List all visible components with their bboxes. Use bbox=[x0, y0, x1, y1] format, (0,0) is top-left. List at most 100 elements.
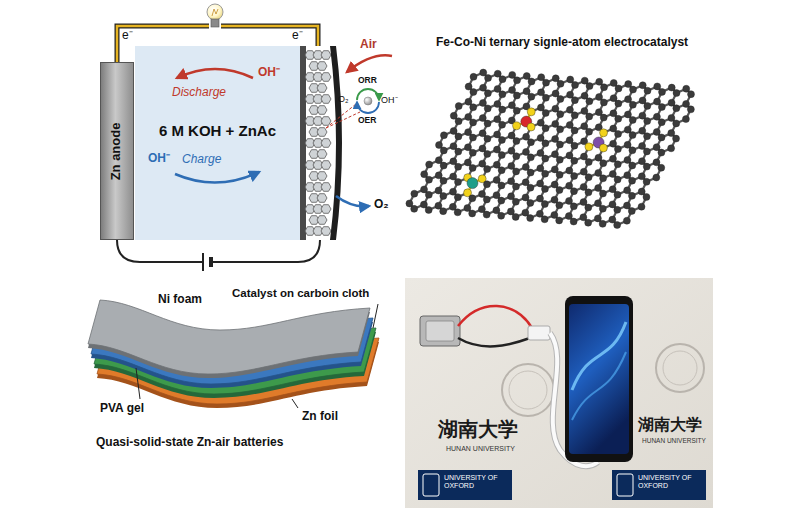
carbon-atom bbox=[644, 118, 651, 125]
carbon-atom bbox=[615, 115, 622, 122]
carbon-atom bbox=[537, 119, 544, 126]
carbon-atom bbox=[556, 171, 563, 178]
carbon-atom bbox=[610, 125, 617, 132]
carbon-atom bbox=[469, 210, 476, 217]
carbon-atom bbox=[614, 222, 621, 229]
carbon-atom bbox=[653, 144, 660, 151]
label-anchor: OH⁻ bbox=[148, 152, 170, 166]
carbon-atom bbox=[465, 98, 472, 105]
carbon-atom bbox=[570, 203, 577, 210]
carbon-atom bbox=[479, 190, 486, 197]
carbon-atom bbox=[580, 183, 587, 190]
battery-device bbox=[420, 316, 460, 346]
carbon-atom bbox=[628, 207, 635, 214]
panel-caption: Quasi-solid-state Zn-air batteries bbox=[96, 436, 283, 450]
carbon-atom bbox=[610, 79, 617, 86]
oxford-crest bbox=[617, 474, 633, 496]
device-photo bbox=[405, 278, 713, 508]
carbon-atom bbox=[450, 127, 457, 134]
carbon-atom bbox=[523, 133, 530, 140]
carbon-atom bbox=[551, 151, 558, 158]
carbon-atom bbox=[566, 152, 573, 159]
carbon-atom bbox=[508, 178, 515, 185]
discharge-arrow bbox=[177, 69, 253, 78]
label-anchor: 湖南大学 bbox=[438, 418, 518, 441]
carbon-atom bbox=[687, 106, 694, 113]
carbon-atom bbox=[527, 154, 534, 161]
carbon-atom bbox=[567, 76, 574, 83]
carbon-atom bbox=[566, 137, 573, 144]
carbon-atom bbox=[595, 200, 602, 207]
species-label: OH⁻ bbox=[381, 95, 398, 105]
carbon-atom bbox=[614, 191, 621, 198]
carbon-atom bbox=[653, 174, 660, 181]
carbon-atom bbox=[594, 215, 601, 222]
carbon-atom bbox=[465, 113, 472, 120]
anode-plate: Zn anode bbox=[100, 62, 134, 240]
carbon-atom bbox=[556, 217, 563, 224]
anode-label: Zn anode bbox=[110, 122, 125, 180]
leader-line bbox=[292, 399, 298, 408]
carbon-atom bbox=[552, 105, 559, 112]
carbon-atom bbox=[625, 81, 632, 88]
oxford-logo bbox=[612, 470, 706, 500]
carbon-atom bbox=[440, 208, 447, 215]
carbon-atom bbox=[585, 219, 592, 226]
carbon-atom bbox=[499, 91, 506, 98]
label-anchor: 湖南大学 bbox=[638, 416, 702, 434]
carbon-atom bbox=[567, 91, 574, 98]
label-anchor: Fe-Co-Ni ternary signle-atom electrocata… bbox=[436, 36, 688, 50]
carbon-atom bbox=[470, 119, 477, 126]
carbon-atom bbox=[512, 183, 519, 190]
carbon-atom bbox=[508, 132, 515, 139]
carbon-atom bbox=[658, 149, 665, 156]
catalyst-particle bbox=[317, 172, 327, 181]
carbon-atom bbox=[527, 184, 534, 191]
air-label: Air bbox=[360, 38, 377, 52]
carbon-atom bbox=[629, 116, 636, 123]
carbon-atom bbox=[609, 216, 616, 223]
carbon-atom bbox=[614, 146, 621, 153]
carbon-atom bbox=[571, 112, 578, 119]
carbon-atom bbox=[658, 119, 665, 126]
carbon-atom bbox=[498, 212, 505, 219]
carbon-atom bbox=[479, 145, 486, 152]
phone bbox=[565, 296, 633, 462]
carbon-atom bbox=[537, 180, 544, 187]
carbon-atom bbox=[542, 94, 549, 101]
carbon-atom bbox=[512, 213, 519, 220]
carbon-atom bbox=[566, 182, 573, 189]
logo-text: HUNAN UNIVERSITY bbox=[642, 437, 706, 444]
carbon-atom bbox=[420, 201, 427, 208]
carbon-atom bbox=[658, 134, 665, 141]
wire bbox=[117, 240, 320, 262]
carbon-atom bbox=[585, 204, 592, 211]
carbon-atom bbox=[479, 160, 486, 167]
carbon-atom bbox=[639, 97, 646, 104]
university-seal bbox=[509, 371, 547, 409]
carbon-atom bbox=[566, 167, 573, 174]
carbon-atom bbox=[542, 109, 549, 116]
carbon-atom bbox=[552, 75, 559, 82]
battery-layers bbox=[88, 300, 379, 408]
nickel-foam-layer bbox=[88, 300, 370, 378]
nitrogen-atom bbox=[527, 123, 535, 131]
carbon-atom bbox=[668, 99, 675, 106]
carbon-atom bbox=[484, 120, 491, 127]
carbon-atom bbox=[639, 127, 646, 134]
catalyst-particle bbox=[321, 183, 331, 192]
carbon-atom bbox=[683, 100, 690, 107]
catalyst-particle bbox=[321, 117, 331, 126]
label-anchor: Zn foil bbox=[302, 410, 338, 424]
battery-symbol bbox=[209, 257, 213, 267]
carbon-atom bbox=[654, 98, 661, 105]
carbon-atom bbox=[596, 93, 603, 100]
carbon-atom bbox=[654, 83, 661, 90]
carbon-atom bbox=[624, 172, 631, 179]
logo-text: UNIVERSITY OF OXFORD bbox=[638, 474, 702, 490]
carbon-atom bbox=[624, 187, 631, 194]
carbon-atom bbox=[609, 186, 616, 193]
carbon-atom bbox=[585, 189, 592, 196]
carbon-atom bbox=[494, 116, 501, 123]
carbon-atom bbox=[629, 132, 636, 139]
